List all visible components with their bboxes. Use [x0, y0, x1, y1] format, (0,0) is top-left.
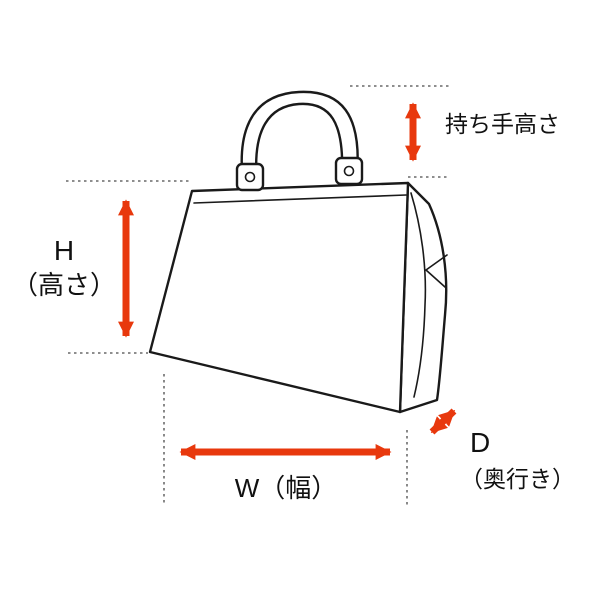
handle-height-label: 持ち手高さ	[445, 111, 560, 137]
depth-arrow	[429, 408, 457, 435]
bag-front-panel	[148, 181, 410, 414]
dimension-arrows	[118, 102, 457, 460]
dimension-labels: 持ち手高さ H （高さ） W（幅） D （奥行き）	[12, 111, 575, 503]
height-label: H	[54, 235, 74, 266]
depth-label: D	[470, 427, 490, 458]
guide-lines	[66, 85, 450, 507]
handbag-illustration	[148, 90, 448, 414]
handle-rivet-right	[343, 165, 355, 177]
handle-tab-left	[235, 162, 265, 192]
gusset-dart-notch	[425, 254, 448, 288]
depth-sublabel: （奥行き）	[460, 466, 575, 492]
width-label: W（幅）	[235, 473, 338, 503]
handle-outer-line	[240, 90, 359, 184]
bag-side-gusset	[398, 181, 448, 414]
frame-lower-line	[193, 194, 407, 204]
handle-tab-right	[334, 156, 364, 186]
height-sublabel: （高さ）	[12, 270, 116, 300]
gusset-crease-line	[410, 192, 427, 398]
handle-inner-line	[254, 102, 344, 184]
handle-rivet-left	[244, 171, 256, 183]
